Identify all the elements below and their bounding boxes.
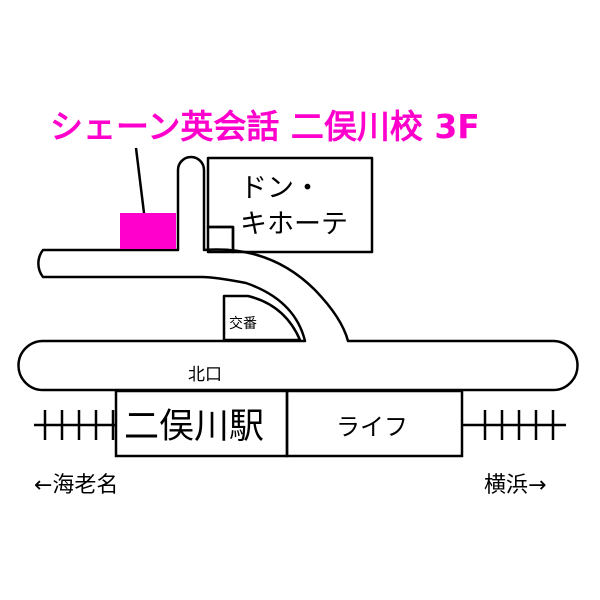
- donki-label-line1: ドン・: [240, 173, 321, 204]
- school-title: シェーン英会話 二俣川校 3F: [50, 107, 480, 146]
- direction-ebina-label: ←海老名: [34, 473, 119, 498]
- station-label: 二俣川駅: [124, 407, 265, 447]
- railway-ties-right: [483, 410, 555, 440]
- direction-yokohama-label: 横浜→: [484, 473, 547, 498]
- koban-label: 交番: [229, 316, 257, 332]
- north-exit-label: 北口: [188, 365, 222, 385]
- road-network: [17, 155, 579, 392]
- school-marker[interactable]: [120, 213, 176, 249]
- small-building: [206, 225, 235, 254]
- donki-label-line2: キホーテ: [240, 209, 348, 240]
- school-pointer-line: [134, 147, 146, 214]
- life-label: ライフ: [336, 413, 408, 441]
- railway-ties-left: [43, 410, 115, 440]
- life-building: [285, 389, 464, 458]
